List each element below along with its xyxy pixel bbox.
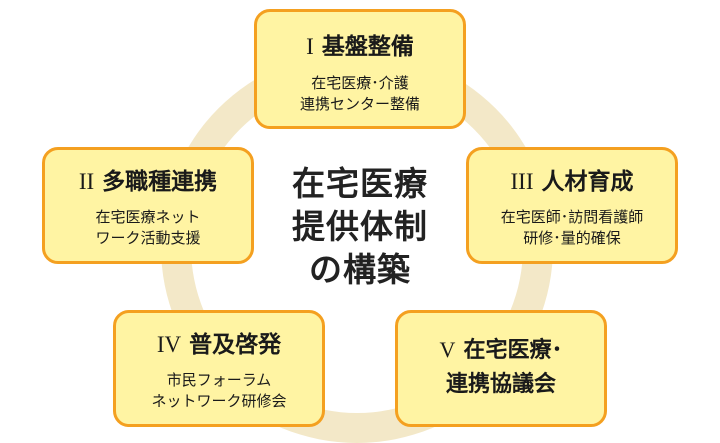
pillar-desc-line: 在宅医療ネット	[95, 208, 201, 226]
center-title-line-2: 提供体制	[292, 207, 428, 246]
pillar-desc-line: ワーク活動支援	[95, 229, 201, 247]
pillar-box-council: V 在宅医療･ 連携協議会	[395, 310, 607, 427]
pillar-numeral: V	[439, 337, 456, 362]
pillar-desc-line: ネットワーク研修会	[151, 392, 287, 410]
pillar-box-collaboration: II 多職種連携 在宅医療ネット ワーク活動支援	[42, 147, 254, 264]
pillar-desc-line: 在宅医師･訪問看護師	[500, 208, 644, 226]
pillar-numeral: IV	[156, 332, 182, 357]
center-title-line-1: 在宅医療	[292, 164, 428, 203]
pillar-box-infrastructure: I 基盤整備 在宅医療･介護 連携センター整備	[254, 9, 466, 129]
center-title-line-3: の構築	[309, 250, 411, 289]
pillar-title-line-2: 連携協議会	[445, 372, 556, 397]
pillar-desc-line: 研修･量的確保	[523, 229, 621, 247]
pillar-numeral: III	[510, 169, 534, 194]
pillar-title-text: 基盤整備	[321, 34, 414, 60]
pillar-title-text: 人材育成	[541, 169, 634, 195]
pillar-title-text: 多職種連携	[102, 169, 218, 195]
center-title: 在宅医療 提供体制 の構築	[262, 162, 458, 291]
pillar-title: II 多職種連携	[45, 167, 251, 197]
pillar-title-text: 在宅医療･	[463, 338, 563, 363]
pillar-title: V 在宅医療･	[398, 333, 604, 368]
pillar-box-awareness: IV 普及啓発 市民フォーラム ネットワーク研修会	[113, 310, 325, 427]
pillar-desc-line: 市民フォーラム	[166, 371, 272, 389]
pillar-title: III 人材育成	[469, 167, 675, 197]
pillar-title: IV 普及啓発	[116, 330, 322, 360]
pillar-desc-line: 在宅医療･介護	[311, 74, 409, 92]
pillar-numeral: I	[306, 34, 314, 59]
pillar-title: I 基盤整備	[257, 32, 463, 62]
pillar-box-training: III 人材育成 在宅医師･訪問看護師 研修･量的確保	[466, 147, 678, 264]
pillar-title-text: 普及啓発	[189, 332, 282, 358]
pillar-numeral: II	[78, 169, 95, 194]
pillar-desc-line: 連携センター整備	[299, 95, 420, 113]
